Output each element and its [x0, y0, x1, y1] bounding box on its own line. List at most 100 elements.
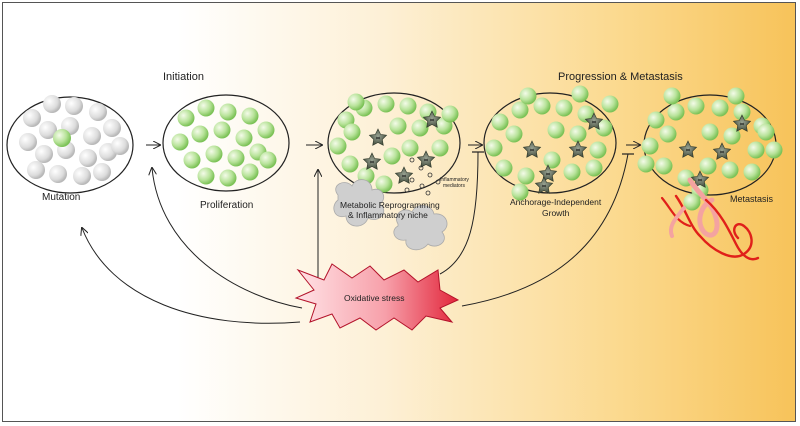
normal-cell [79, 149, 97, 167]
stromal-cell-nucleus [575, 148, 581, 152]
stromal-cell [712, 142, 732, 160]
label-metastasis: Metastasis [730, 194, 774, 204]
tumor-cell [747, 141, 765, 159]
label-anchorage-1: Anchorage-Independent [510, 197, 602, 207]
tumor-cell [375, 175, 393, 193]
tumor-cell [411, 119, 429, 137]
normal-cell [19, 133, 37, 151]
tumor-cell [601, 95, 619, 113]
mutation-cells [19, 95, 129, 185]
tumor-cell [723, 127, 741, 145]
normal-cell [49, 165, 67, 183]
tumor-cell [647, 111, 665, 129]
normal-cell [83, 127, 101, 145]
stromal-cell [422, 110, 442, 128]
heading-initiation: Initiation [163, 71, 204, 83]
arrow-stress-to-proliferation [152, 168, 303, 309]
tumor-cell [197, 99, 215, 117]
normal-cell [111, 137, 129, 155]
oxidative-stress-burst [294, 263, 460, 331]
stage-metabolic-ellipse [327, 92, 461, 194]
inflammatory-mediators [404, 157, 441, 196]
tumor-cell [699, 157, 717, 175]
tumor-cell [219, 103, 237, 121]
normal-cell [43, 95, 61, 113]
tumor-cell [347, 93, 365, 111]
inhibit-stress-to-anchorage [439, 151, 479, 275]
tumor-cell [219, 169, 237, 187]
stromal-cloud-left [333, 179, 385, 227]
tumor-cell [177, 109, 195, 127]
tumor-cell [227, 149, 245, 167]
tumor-cell [511, 183, 529, 201]
stromal-cell-nucleus [369, 160, 375, 164]
tumor-cell [495, 159, 513, 177]
tumor-cell [399, 97, 417, 115]
tumor-cell [241, 107, 259, 125]
stromal-cell-nucleus [739, 122, 745, 126]
tumor-cell [727, 87, 745, 105]
stromal-cell-nucleus [541, 184, 547, 188]
stromal-cell [394, 166, 414, 184]
label-inflammatory-1: Inflammatory [440, 177, 469, 183]
normal-cell [27, 161, 45, 179]
tumor-cell [757, 123, 775, 141]
tumor-cell [343, 123, 361, 141]
stromal-cell [416, 150, 436, 168]
tumor-cell [519, 87, 537, 105]
tumor-cell [491, 113, 509, 131]
tumor-cell [563, 163, 581, 181]
stromal-cell [584, 112, 604, 130]
tumor-cell [555, 99, 573, 117]
stage-proliferation-ellipse [162, 94, 290, 192]
tumor-cell [197, 167, 215, 185]
stromal-cell-nucleus [545, 172, 551, 176]
tumor-cell [711, 99, 729, 117]
normal-cell [65, 97, 83, 115]
tumor-cell [663, 87, 681, 105]
tumor-cell [257, 121, 275, 139]
stromal-cell-nucleus [529, 148, 535, 152]
normal-cell [39, 121, 57, 139]
diagram-frame [2, 2, 796, 422]
tumor-cell [431, 139, 449, 157]
label-mutation: Mutation [42, 192, 80, 203]
stromal-cell [732, 114, 752, 132]
tumor-cell [205, 145, 223, 163]
tumor-cell [329, 137, 347, 155]
label-oxidative-stress: Oxidative stress [344, 293, 404, 303]
tumor-cell [659, 125, 677, 143]
tumor-cell [191, 125, 209, 143]
stromal-cell-nucleus [591, 120, 597, 124]
normal-cell [35, 145, 53, 163]
tumor-cell [687, 97, 705, 115]
tumor-cell [667, 103, 685, 121]
stromal-cell-nucleus [685, 148, 691, 152]
tumor-cell [505, 125, 523, 143]
stage-anchorage-ellipse [483, 92, 617, 194]
tumor-cell [571, 85, 589, 103]
tumor-cell [485, 139, 503, 157]
tumor-cell [547, 121, 565, 139]
label-metabolic-2: & Inflammatory niche [348, 210, 428, 220]
stromal-cell-nucleus [719, 150, 725, 154]
metabolic-cells [329, 93, 459, 193]
stromal-cell-nucleus [423, 158, 429, 162]
tumor-cell [585, 159, 603, 177]
tumor-cell [765, 141, 783, 159]
tumor-cell [743, 163, 761, 181]
stage-mutation-ellipse [6, 96, 134, 194]
stromal-cell-nucleus [401, 174, 407, 178]
label-metabolic-1: Metabolic Reprogramming [340, 200, 440, 210]
tumor-cell [213, 121, 231, 139]
inhibit-stress-to-metastasis [461, 153, 629, 307]
tumor-cell [377, 95, 395, 113]
tumor-cell [341, 155, 359, 173]
tumor-cell [589, 141, 607, 159]
label-proliferation: Proliferation [200, 200, 253, 211]
stromal-cell [690, 170, 710, 188]
normal-cell [73, 167, 91, 185]
normal-cell [93, 163, 111, 181]
stromal-cell [368, 128, 388, 146]
